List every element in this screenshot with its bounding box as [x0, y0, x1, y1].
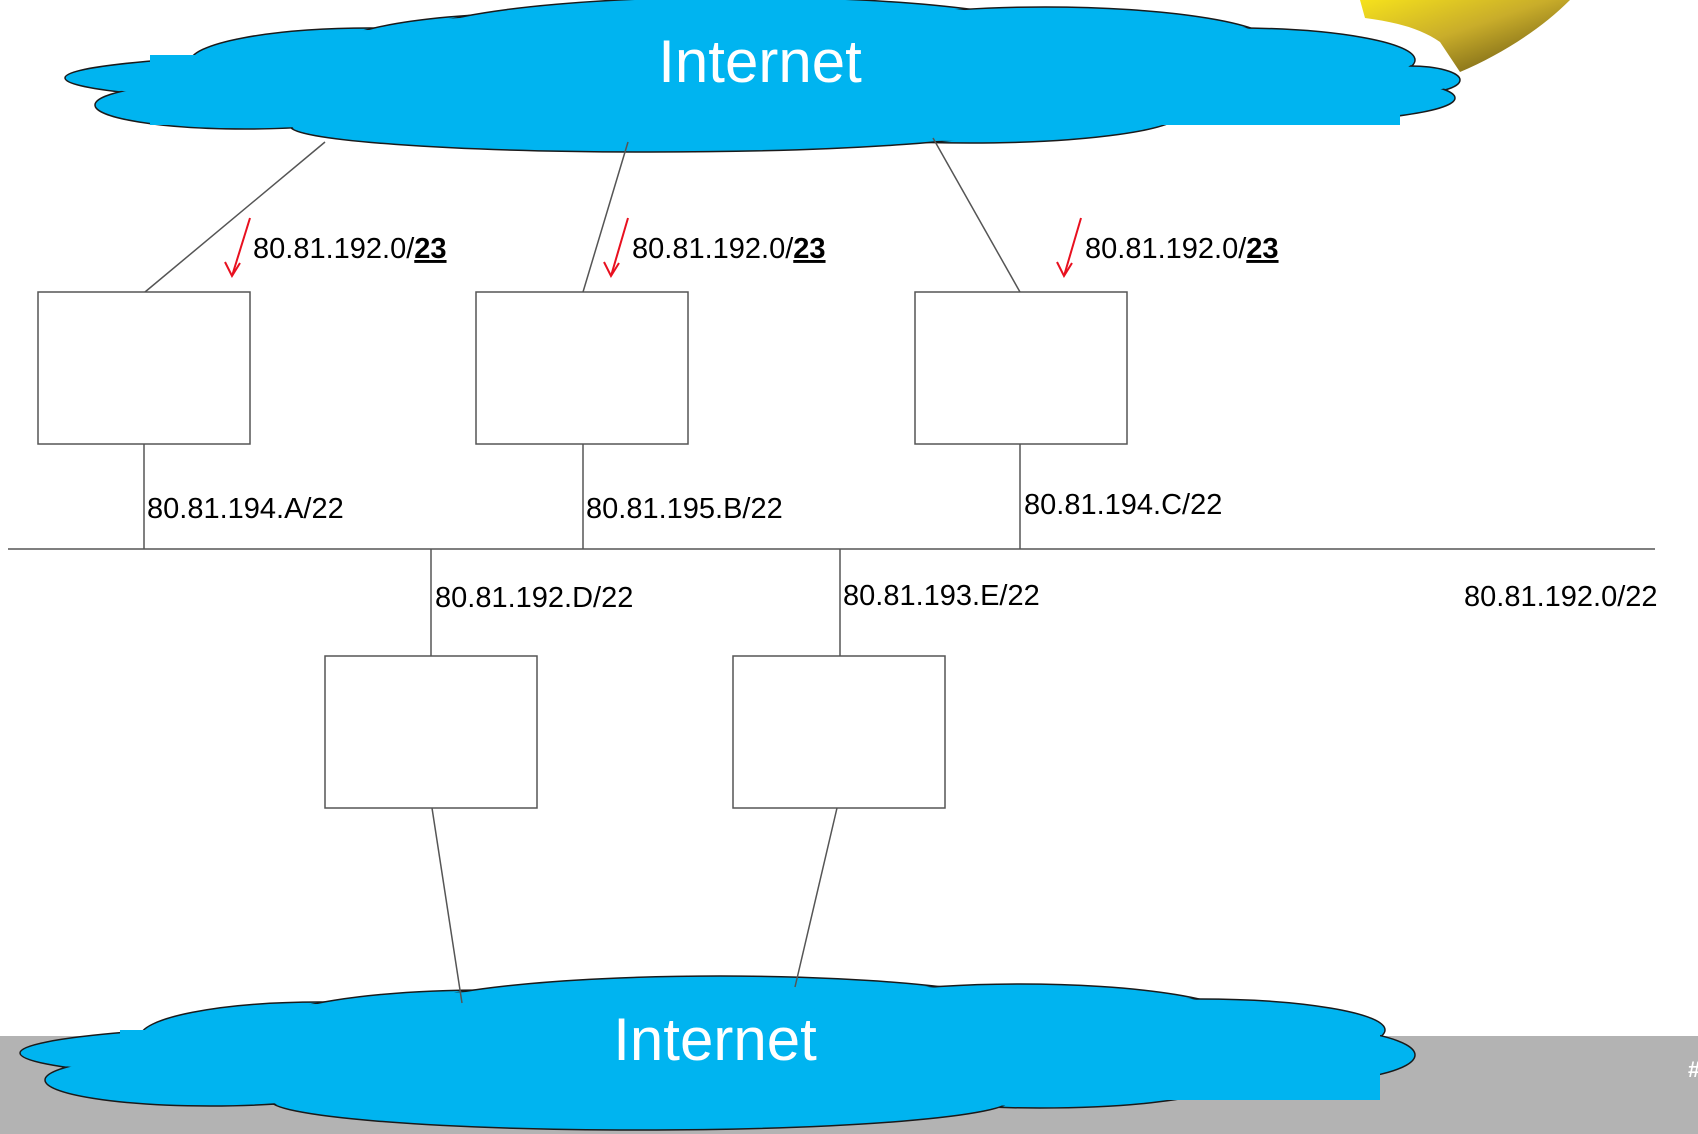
announcement-router-b: 80.81.192.0/23 [632, 233, 826, 265]
announce-arrow-icon [603, 217, 629, 279]
iface-router-e: 80.81.193.E/22 [843, 580, 1040, 612]
announce-arrow-icon [224, 217, 251, 279]
router-e [732, 655, 946, 809]
router-a [37, 291, 251, 445]
link-router-e-bottom-cloud [794, 807, 838, 988]
bottom-cloud-label: Internet [613, 1006, 817, 1073]
link-top-cloud-router-b [582, 141, 629, 293]
link-router-d-bottom-cloud [431, 807, 463, 1004]
router-b [475, 291, 689, 445]
footer-hash: # [1688, 1057, 1698, 1082]
iface-router-b: 80.81.195.B/22 [586, 493, 783, 525]
announce-arrow-icon [1056, 217, 1082, 279]
iface-router-d: 80.81.192.D/22 [435, 582, 633, 614]
lan-prefix: 80.81.192.0/22 [1464, 581, 1658, 613]
link-top-cloud-router-c [932, 137, 1021, 293]
iface-router-c: 80.81.194.C/22 [1024, 489, 1222, 521]
corner-logo [1360, 0, 1570, 72]
iface-router-a: 80.81.194.A/22 [147, 493, 344, 525]
top-cloud-label: Internet [658, 28, 862, 95]
router-c [914, 291, 1128, 445]
router-d [324, 655, 538, 809]
link-top-cloud-router-a [144, 141, 326, 293]
announcement-router-c: 80.81.192.0/23 [1085, 233, 1279, 265]
announcement-router-a: 80.81.192.0/23 [253, 233, 447, 265]
